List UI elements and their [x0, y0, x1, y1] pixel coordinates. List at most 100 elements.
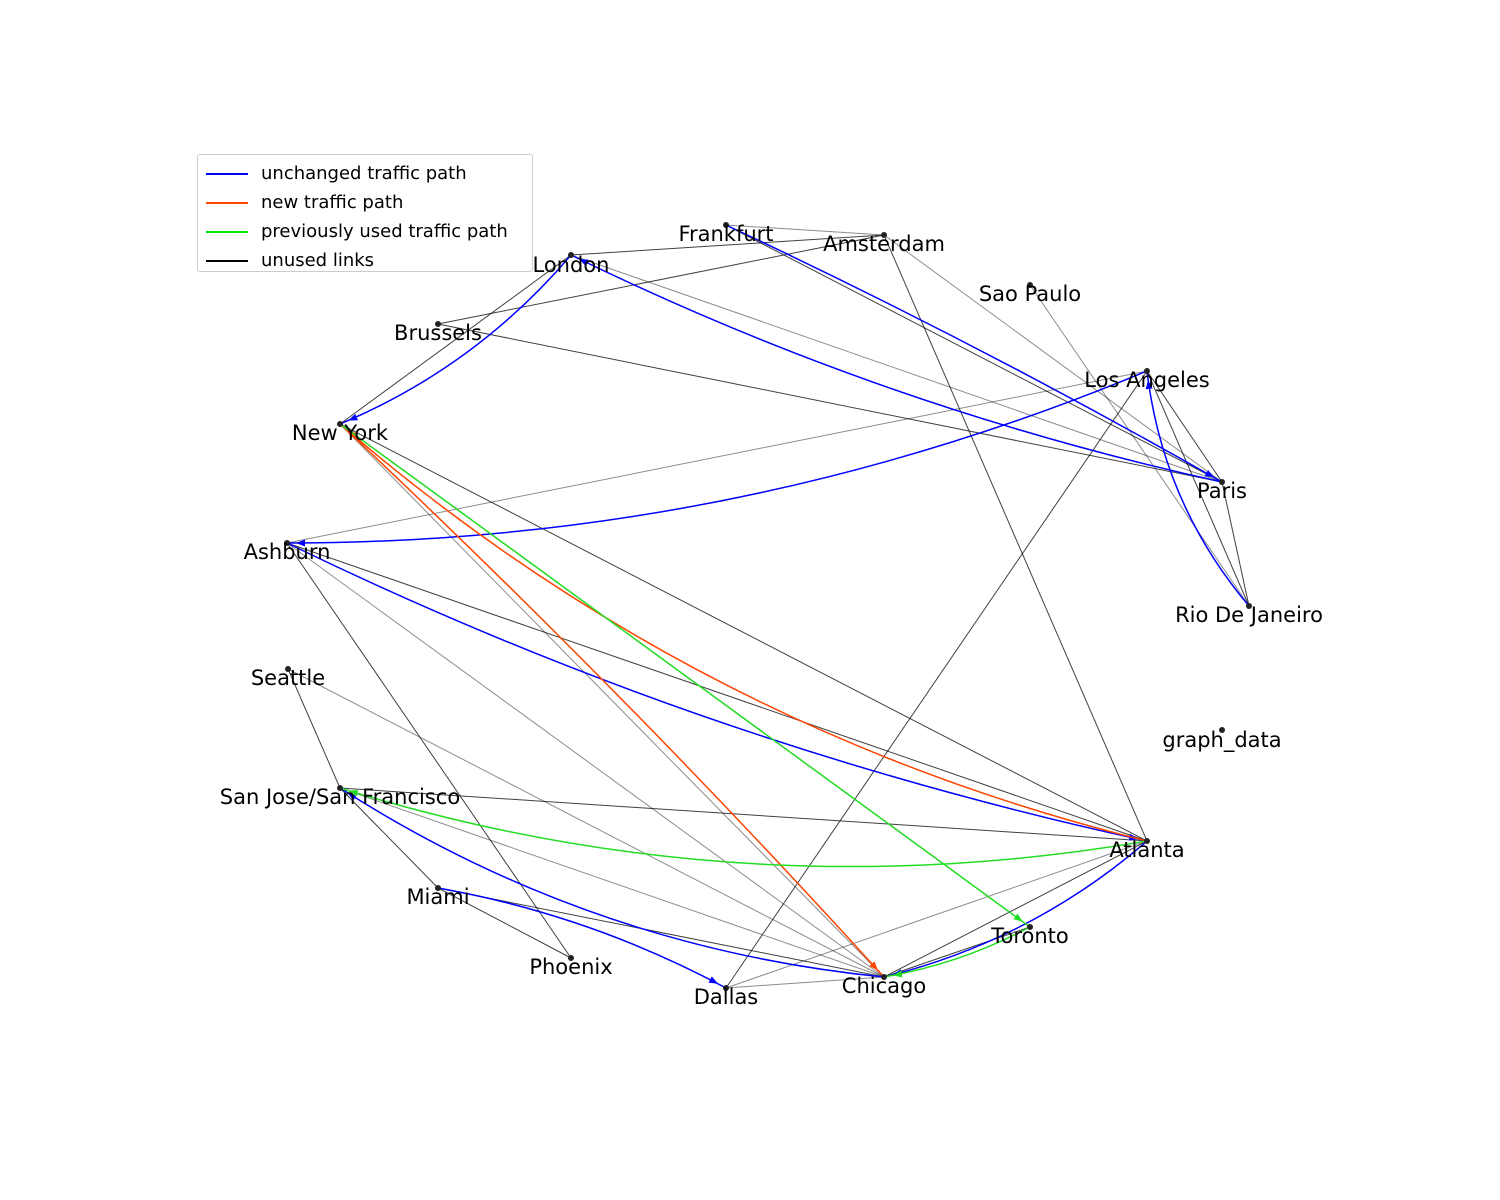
legend-item-unchanged: unchanged traffic path	[206, 159, 524, 188]
node-label-phoenix: Phoenix	[529, 955, 612, 979]
node-graph-data	[1219, 727, 1225, 733]
legend-item-new: new traffic path	[206, 188, 524, 217]
node-miami	[435, 885, 441, 891]
node-label-ashburn: Ashburn	[244, 540, 331, 564]
edge-unused-los-angeles-rio	[1146, 370, 1250, 607]
node-new-york	[337, 421, 343, 427]
arrowhead-unchanged-miami-dallas	[708, 976, 719, 984]
node-atlanta	[1144, 838, 1150, 844]
node-label-brussels: Brussels	[394, 321, 482, 345]
legend-label-unchanged: unchanged traffic path	[261, 163, 467, 184]
node-label-dallas: Dallas	[694, 985, 759, 1009]
node-label-london: London	[533, 253, 610, 277]
edge-unused-brussels-amsterdam	[437, 234, 885, 325]
legend-item-previous: previously used traffic path	[206, 217, 524, 246]
edge-unused-miami-chicago	[437, 887, 885, 978]
node-phoenix	[568, 955, 574, 961]
arrowhead-unchanged-paris-london	[579, 258, 589, 267]
edge-unused-paris-rio	[1221, 481, 1250, 607]
node-chicago	[881, 974, 887, 980]
edge-unused-london-new-york	[339, 254, 572, 425]
node-sao-paulo	[1027, 282, 1033, 288]
node-label-toronto: Toronto	[990, 924, 1069, 948]
node-paris	[1219, 479, 1225, 485]
node-label-sanjose: San Jose/San Francisco	[220, 785, 460, 809]
edge-new-new-york-chicago	[339, 423, 885, 978]
edge-unused-atlanta-dallas	[725, 840, 1148, 989]
node-label-frankfurt: Frankfurt	[678, 222, 773, 246]
edge-unused-dallas-chicago	[725, 976, 885, 989]
legend-label-unused: unused links	[261, 250, 375, 271]
edge-unchanged-miami-dallas	[437, 887, 727, 989]
node-label-chicago: Chicago	[842, 974, 926, 998]
node-label-sao-paulo: Sao Paulo	[979, 282, 1081, 306]
legend-swatch-unused	[206, 259, 248, 262]
edge-unused-new-york-atlanta	[339, 423, 1148, 842]
node-label-atlanta: Atlanta	[1109, 838, 1184, 862]
node-label-paris: Paris	[1197, 479, 1247, 503]
edge-unchanged-los-angeles-ashburn	[286, 370, 1148, 544]
edge-previous-atlanta-sanjose	[339, 787, 1148, 868]
legend-swatch-new	[206, 201, 248, 204]
node-brussels	[435, 321, 441, 327]
edge-unused-sanjose-atlanta	[339, 787, 1148, 842]
edge-unused-seattle-sanjose	[287, 668, 341, 789]
edge-unused-london-paris	[570, 254, 1223, 483]
edges-layer	[286, 224, 1250, 989]
edge-unused-los-angeles-dallas	[725, 370, 1148, 989]
edge-unchanged-ashburn-atlanta	[286, 542, 1148, 842]
edge-unused-brussels-paris	[437, 323, 1223, 483]
edge-unused-frankfurt-paris	[725, 224, 1223, 483]
edge-unchanged-london-new-york	[339, 254, 572, 425]
node-label-amsterdam: Amsterdam	[823, 232, 945, 256]
node-label-miami: Miami	[406, 885, 469, 909]
arrowhead-unchanged-london-new-york	[348, 413, 358, 421]
legend-label-new: new traffic path	[261, 192, 404, 213]
node-dallas	[723, 985, 729, 991]
edge-unused-ashburn-phoenix	[286, 542, 572, 959]
node-ashburn	[284, 540, 290, 546]
edge-unused-ashburn-chicago	[286, 542, 885, 978]
edge-unused-sanjose-chicago	[339, 787, 885, 978]
edge-unused-toronto-chicago	[883, 926, 1031, 978]
edge-unchanged-rio-los-angeles	[1146, 370, 1250, 607]
legend-item-unused: unused links	[206, 246, 524, 275]
edge-unused-amsterdam-paris	[883, 234, 1223, 483]
edge-unused-los-angeles-paris	[1146, 370, 1223, 483]
node-label-rio: Rio De Janeiro	[1175, 603, 1323, 627]
edge-unchanged-atlanta-chicago	[883, 840, 1148, 978]
edge-unused-atlanta-chicago	[883, 840, 1148, 978]
edge-unused-miami-phoenix	[437, 887, 572, 959]
edge-new-atlanta-new-york	[339, 423, 1148, 842]
node-label-graph-data: graph_data	[1162, 728, 1281, 753]
arrowhead-previous-new-york-toronto	[1013, 913, 1023, 922]
arrowhead-new-new-york-chicago	[869, 961, 878, 971]
legend: unchanged traffic path new traffic path …	[197, 154, 533, 272]
legend-label-previous: previously used traffic path	[261, 221, 508, 242]
node-label-los-angeles: Los Angeles	[1084, 368, 1209, 392]
node-toronto	[1027, 924, 1033, 930]
node-seattle	[285, 666, 291, 672]
node-rio	[1246, 603, 1252, 609]
edge-unused-sanjose-miami	[339, 787, 439, 889]
edge-unchanged-paris-london	[570, 254, 1223, 483]
legend-swatch-unchanged	[206, 172, 248, 175]
edge-unchanged-chicago-sanjose	[339, 787, 885, 978]
node-amsterdam	[881, 232, 887, 238]
legend-swatch-previous	[206, 230, 248, 233]
nodes-layer	[284, 222, 1252, 991]
edge-unused-new-york-chicago	[339, 423, 885, 978]
node-frankfurt	[723, 222, 729, 228]
edge-unchanged-frankfurt-paris	[725, 224, 1223, 483]
arrowhead-previous-toronto-chicago	[892, 970, 903, 978]
edge-unused-amsterdam-atlanta	[883, 234, 1148, 842]
node-label-new-york: New York	[292, 421, 389, 445]
edge-unused-sao-paulo-rio	[1029, 284, 1250, 607]
arrowhead-unchanged-frankfurt-paris	[1204, 470, 1215, 478]
arrowhead-unchanged-rio-los-angeles	[1145, 379, 1153, 390]
edge-previous-new-york-toronto	[339, 423, 1031, 928]
node-sanjose	[337, 785, 343, 791]
edge-unused-seattle-chicago	[287, 668, 885, 978]
